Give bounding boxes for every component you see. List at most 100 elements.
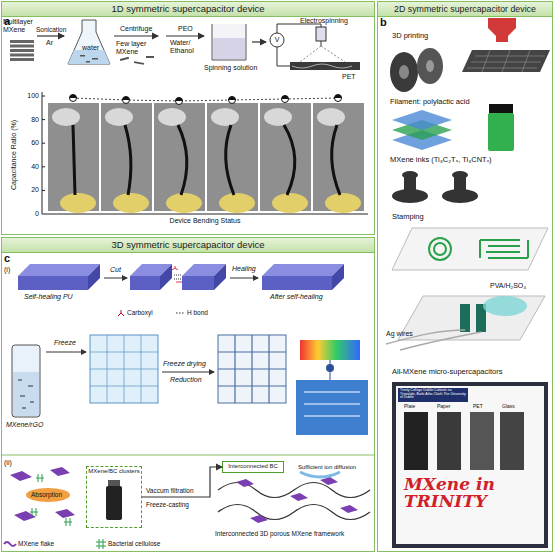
bending-chart: [73, 125, 340, 195]
printed-electrodes: [429, 238, 451, 260]
bending-chart: [70, 95, 77, 102]
annotation: All-MXene micro-supercapacitors: [392, 368, 502, 376]
sample-photo: [392, 382, 548, 548]
multilayer-mxene: [10, 49, 34, 52]
annotation: Absorption: [31, 491, 62, 498]
stamps: [392, 189, 428, 203]
bending-chart: [42, 92, 43, 214]
legend-samples: [4, 542, 16, 546]
bending-chart: [42, 96, 45, 190]
printer-nozzle: [462, 18, 550, 72]
self-healing-slabs: [230, 278, 258, 279]
self-healing-slabs: [160, 264, 172, 290]
annotation: PVA/H₂SO₄: [490, 282, 526, 290]
freeze-process: [46, 352, 86, 353]
sonication-flask: [86, 61, 90, 63]
bending-chart: [48, 103, 99, 213]
stamps: [402, 171, 418, 179]
few-layer-flakes: [120, 57, 129, 61]
porous-framework: [236, 477, 358, 523]
axis-tick: 0: [35, 210, 39, 218]
bending-chart: [42, 214, 368, 215]
freeze-process: [90, 335, 158, 403]
sample-photo: [398, 388, 468, 402]
legend-samples: [4, 539, 106, 549]
freeze-process: [296, 380, 368, 435]
label-box: Interconnected BC: [222, 461, 284, 473]
mxene-ink-vial: [488, 113, 514, 151]
device-panel: 1D symmetric supercapacitor device: [1, 1, 375, 235]
panel-heading: 1D symmetric supercapacitor device: [2, 2, 374, 17]
annotation: PEO: [178, 25, 193, 33]
freeze-process: [90, 335, 158, 403]
freeze-process: [304, 392, 360, 416]
mxene-sheets: [392, 110, 452, 150]
annotation: Carboxyl: [127, 309, 153, 316]
bending-chart: [154, 103, 205, 213]
self-healing-slabs: [118, 310, 124, 316]
freeze-process: [300, 340, 360, 360]
spinning-beaker: [213, 38, 245, 59]
freeze-process: [12, 335, 368, 435]
annotation: Healing: [232, 265, 256, 273]
spinning-beaker: [212, 24, 246, 60]
porous-framework: [300, 472, 340, 477]
printer-nozzle: [488, 18, 516, 42]
bending-chart: [282, 96, 289, 103]
edge-label: Vaccum filtration: [146, 487, 194, 494]
annotation: MXene in TRINITY: [404, 476, 504, 510]
annotation: Sufficient ion diffusion: [298, 464, 356, 471]
annotation: Glass: [502, 404, 515, 410]
annotation: PET: [342, 73, 356, 81]
box-heading: Interconnected BC: [223, 462, 283, 471]
freeze-process: [13, 372, 39, 416]
bending-chart: [229, 97, 236, 104]
annotation: Stamping: [392, 213, 424, 221]
few-layer-flakes: [134, 61, 144, 65]
multilayer-mxene: [10, 40, 34, 43]
filament-spools: [399, 65, 409, 79]
annotation: Freeze-casting: [146, 501, 189, 508]
device-panel: 2D symmetric supercapacitor device: [377, 1, 553, 552]
sonication-flask: [68, 50, 110, 64]
annotation: Cut: [110, 266, 121, 274]
multilayer-mxene: [10, 40, 34, 61]
printed-electrodes: [392, 228, 548, 270]
sample-photo: [392, 382, 548, 548]
sonication-flask: [80, 55, 85, 57]
multilayer-mxene: [10, 45, 34, 48]
self-healing-slabs: [18, 276, 88, 290]
sonication-flask: [92, 58, 98, 60]
bc-absorption: [26, 488, 70, 502]
bending-chart: [332, 125, 340, 195]
annotation: Filament: polylactic acid: [390, 98, 470, 106]
bending-chart: [284, 125, 295, 195]
freeze-process: [12, 345, 40, 417]
sample-photo: [396, 386, 544, 544]
bending-chart: [207, 103, 258, 213]
mxene-ink-vial: [488, 104, 514, 151]
few-layer-flakes: [120, 56, 154, 65]
electrospinning-setup: [277, 24, 321, 33]
bending-chart: [335, 95, 342, 102]
freeze-process: [218, 335, 286, 403]
annotation: Device Bending Status: [170, 217, 241, 225]
annotation: Paper: [437, 404, 450, 410]
electrospinning-setup: [316, 27, 326, 41]
mxene-sheets: [392, 110, 452, 130]
filament-spools: [417, 48, 443, 84]
sample-photo: [500, 412, 524, 470]
freeze-process: [218, 335, 286, 403]
annotation: MXene inks (Ti₃C₂Tₓ, Ti₃CNTₓ): [390, 156, 492, 164]
legend-label: MXene flake: [18, 540, 54, 547]
axis-tick: 60: [31, 139, 39, 147]
self-healing-slabs: [18, 264, 344, 316]
panel-letter: c: [4, 252, 10, 264]
micro-supercapacitor: [386, 330, 481, 350]
annotation: Capacitance Ratio (%): [10, 120, 18, 190]
annotation: Centrifuge: [120, 25, 152, 33]
freeze-process: [330, 360, 331, 380]
bc-absorption: [108, 480, 120, 486]
bc-absorption: [10, 467, 122, 526]
